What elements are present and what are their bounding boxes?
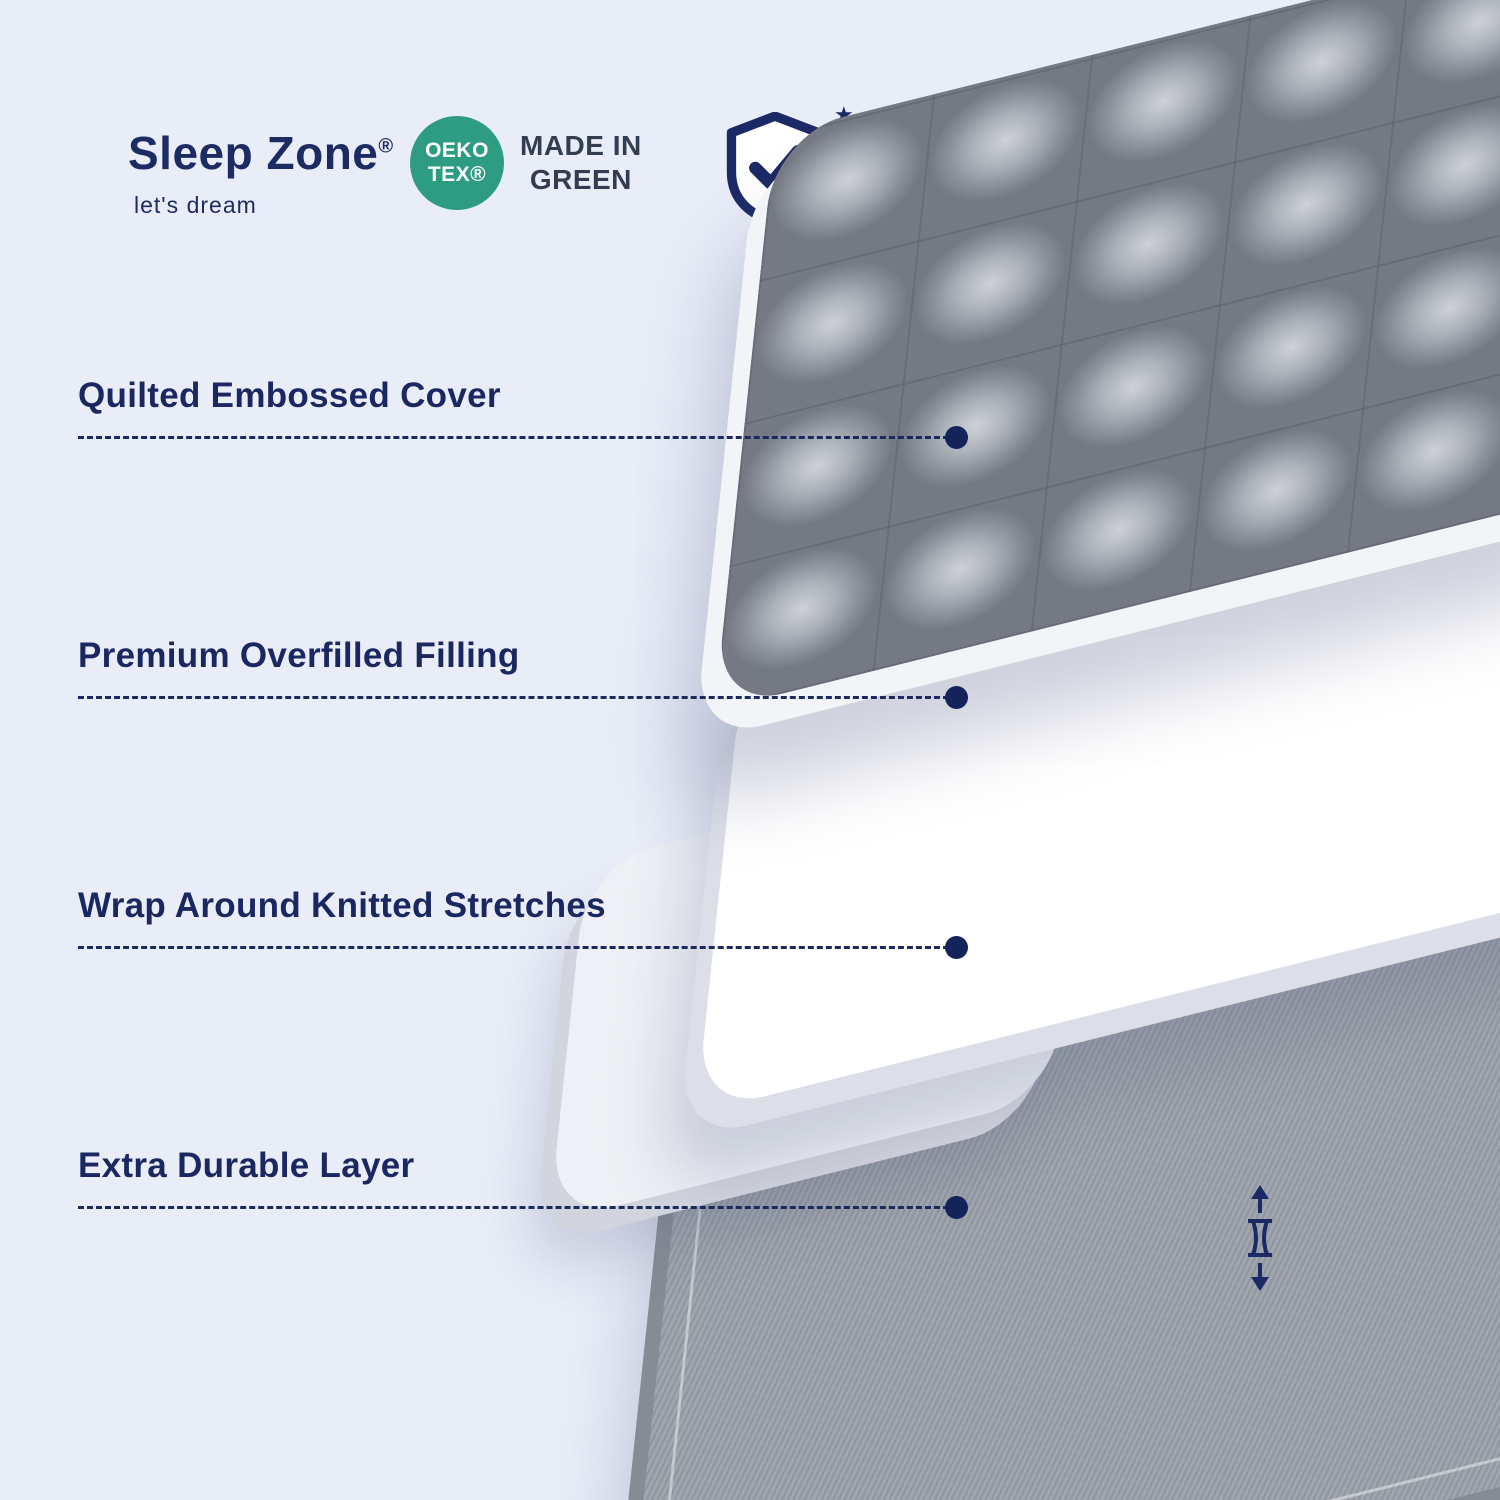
brand-logo: Sleep Zone® let's dream [128, 126, 394, 219]
leader-line [78, 426, 968, 449]
leader-line [78, 1196, 968, 1219]
stretch-icon [1248, 1185, 1272, 1291]
green-text: GREEN [529, 164, 632, 195]
leader-dot [945, 1196, 968, 1219]
oeko-line2: TEX® [427, 163, 487, 186]
made-in-green-label: MADE IN GREEN [520, 129, 642, 196]
callout-overfilled-filling: Premium Overfilled Filling [78, 636, 968, 709]
brand-tagline: let's dream [134, 192, 257, 218]
callout-label: Wrap Around Knitted Stretches [78, 886, 606, 925]
callout-label: Premium Overfilled Filling [78, 636, 520, 675]
leader-dot [945, 936, 968, 959]
registered-mark: ® [378, 135, 394, 158]
leader-line [78, 686, 968, 709]
leader-line [78, 936, 968, 959]
made-in-text: MADE IN [520, 130, 642, 162]
callout-quilted-cover: Quilted Embossed Cover [78, 376, 968, 449]
brand-name-text: Sleep Zone [128, 127, 379, 179]
callout-durable-layer: Extra Durable Layer [78, 1146, 968, 1219]
oeko-tex-circle-icon: OEKO TEX® [410, 116, 504, 210]
leader-dot [945, 686, 968, 709]
callout-label: Extra Durable Layer [78, 1146, 415, 1185]
callout-label: Quilted Embossed Cover [78, 376, 501, 415]
brand-name: Sleep Zone® [128, 126, 394, 180]
oeko-tex-badge: OEKO TEX® MADE IN GREEN [410, 116, 642, 210]
oeko-line1: OEKO [425, 138, 489, 162]
callout-knitted-stretches: Wrap Around Knitted Stretches [78, 886, 968, 959]
leader-dot [945, 426, 968, 449]
